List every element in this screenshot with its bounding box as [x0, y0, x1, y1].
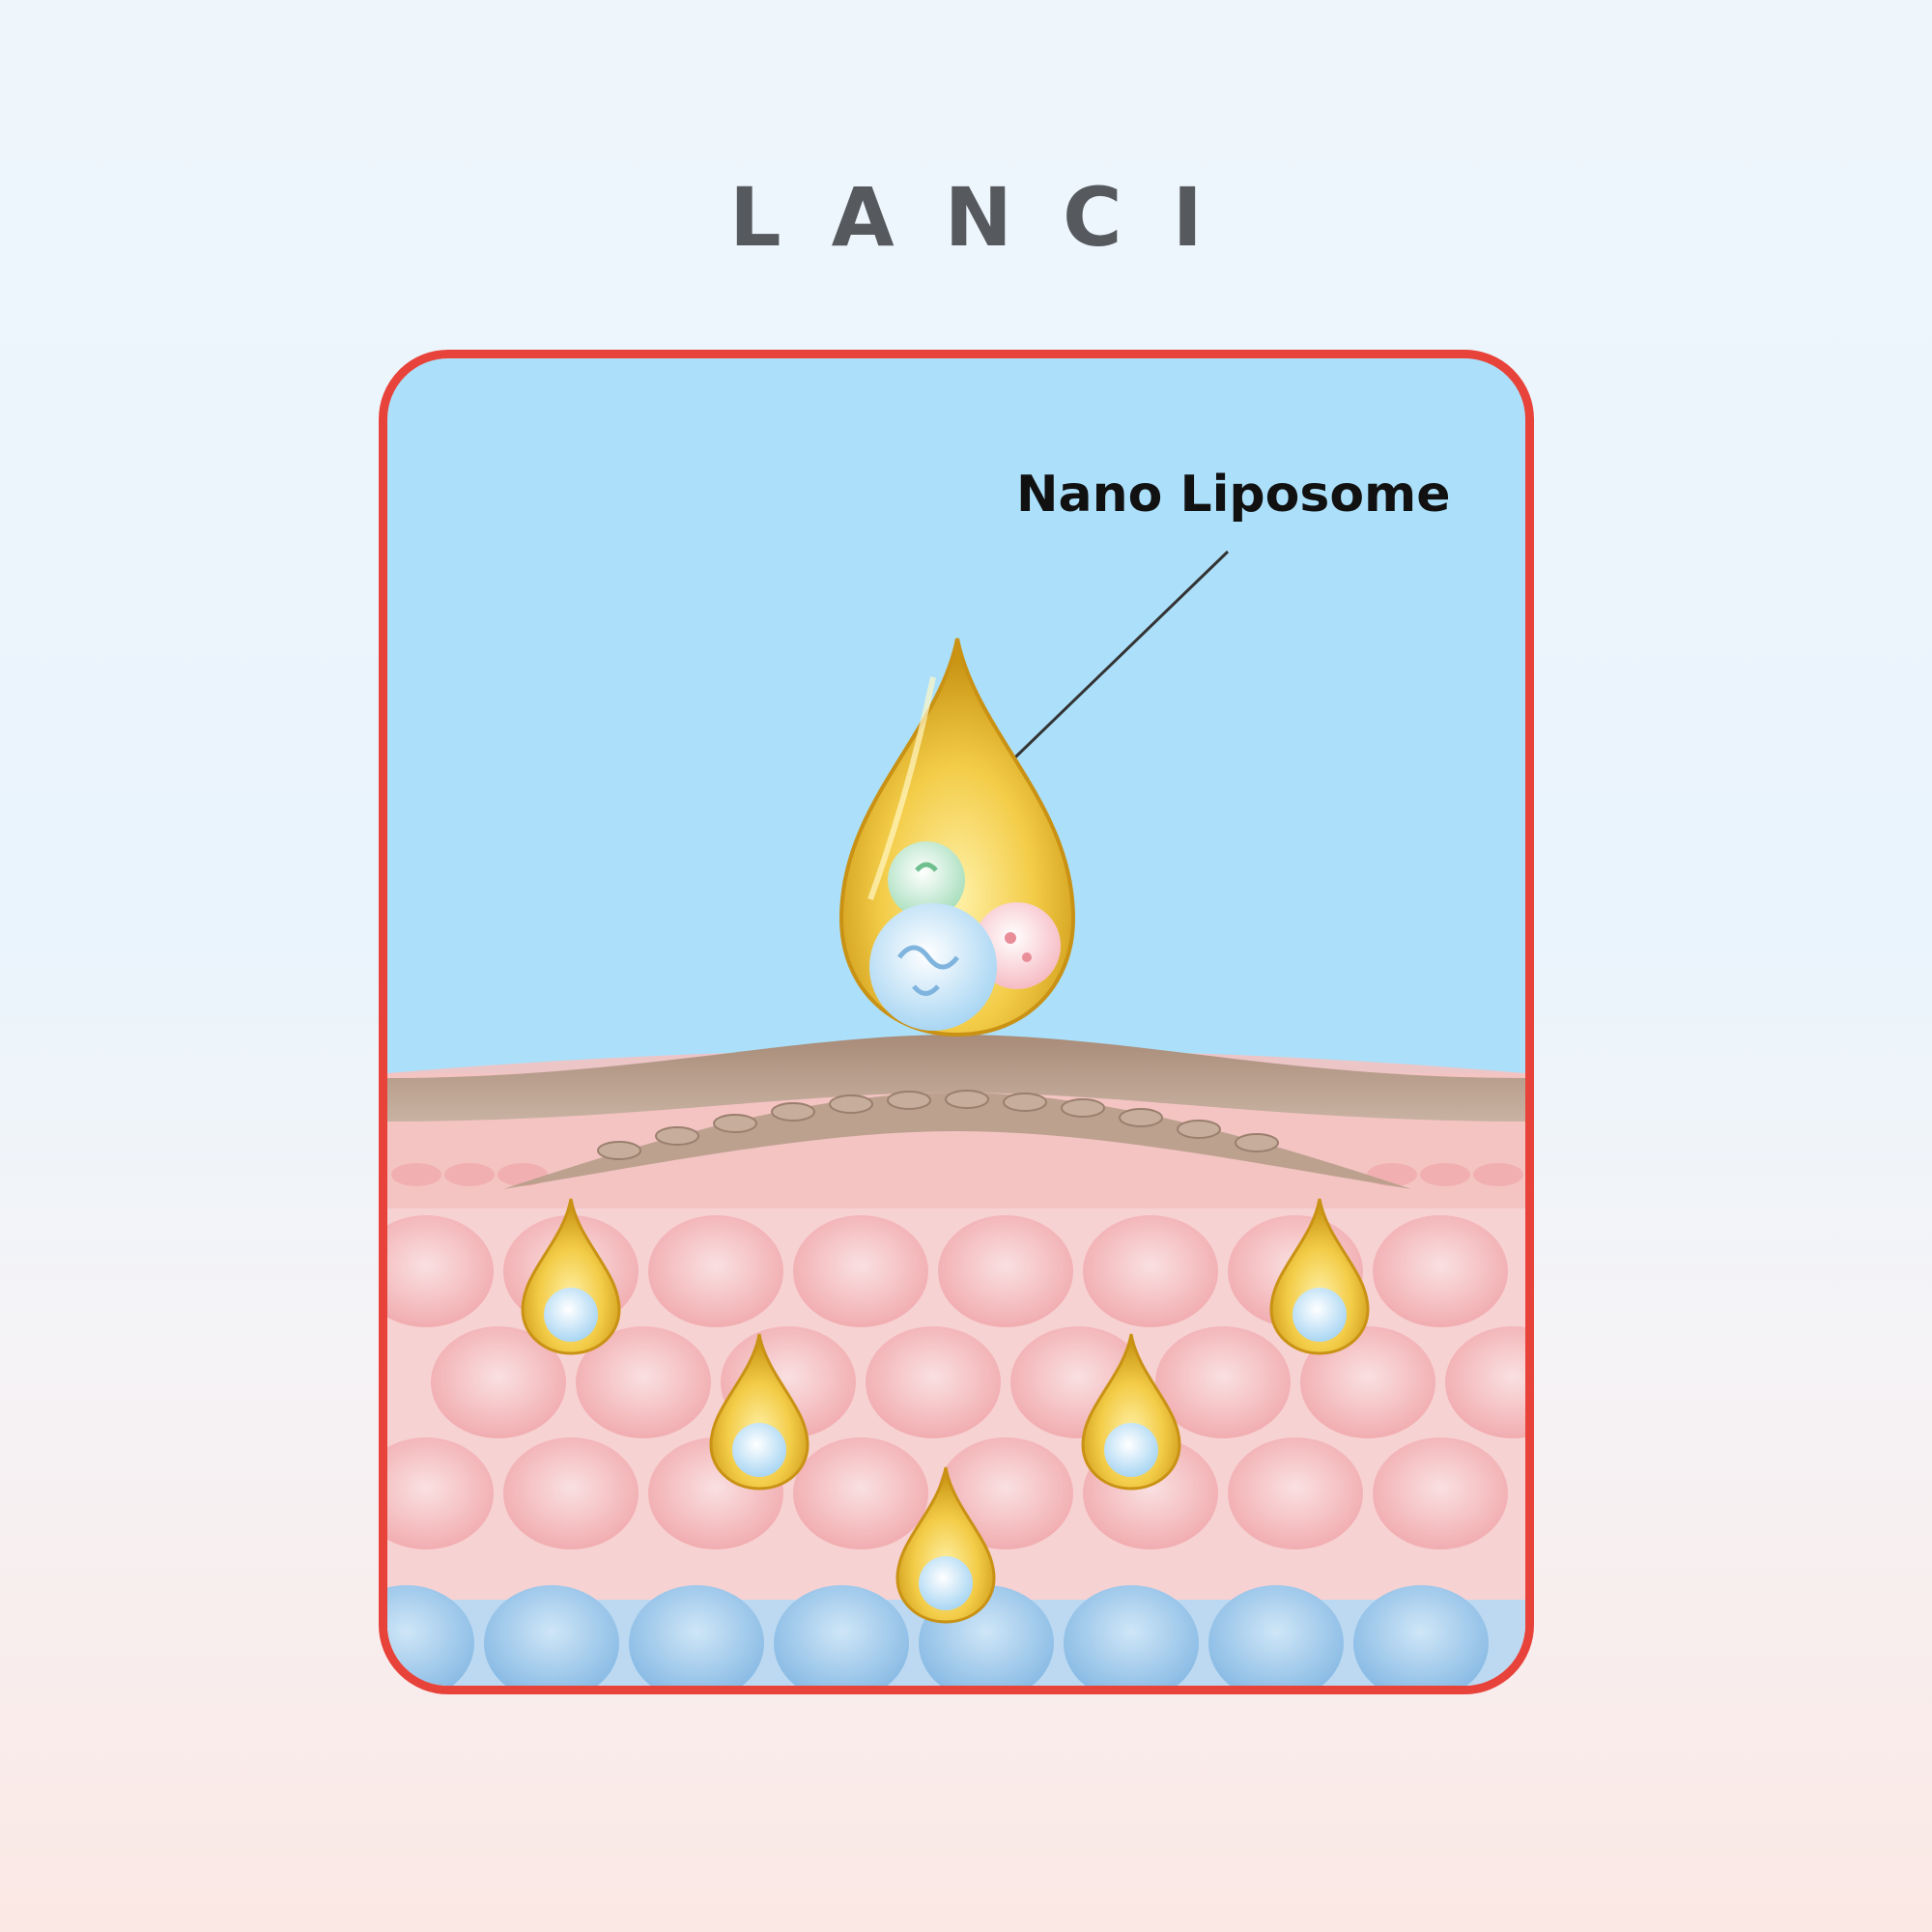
- droplet-small-icon: [895, 1466, 996, 1624]
- skin-surface: [387, 1035, 1525, 1122]
- nano-liposome-droplet: [838, 638, 1076, 1037]
- brand-logo: LANCI: [729, 170, 1253, 265]
- callout-label: Nano Liposome: [1016, 466, 1451, 524]
- droplet-small-icon: [709, 1333, 810, 1491]
- droplet-small-icon: [1269, 1198, 1370, 1355]
- epidermis-cells: [391, 1163, 1523, 1186]
- droplet-small-icon: [521, 1198, 621, 1355]
- droplet-small-icon: [1081, 1333, 1181, 1491]
- skin-penetration-diagram: [387, 550, 1525, 1686]
- blue-capsule-icon: [869, 903, 997, 1031]
- stratum-cells: [597, 1090, 1279, 1160]
- basal-layer: [387, 1585, 1525, 1686]
- callout-line: [984, 550, 1230, 787]
- green-capsule-icon: [888, 841, 965, 919]
- diagram-frame: [379, 350, 1534, 1694]
- small-droplets: [521, 1198, 1370, 1624]
